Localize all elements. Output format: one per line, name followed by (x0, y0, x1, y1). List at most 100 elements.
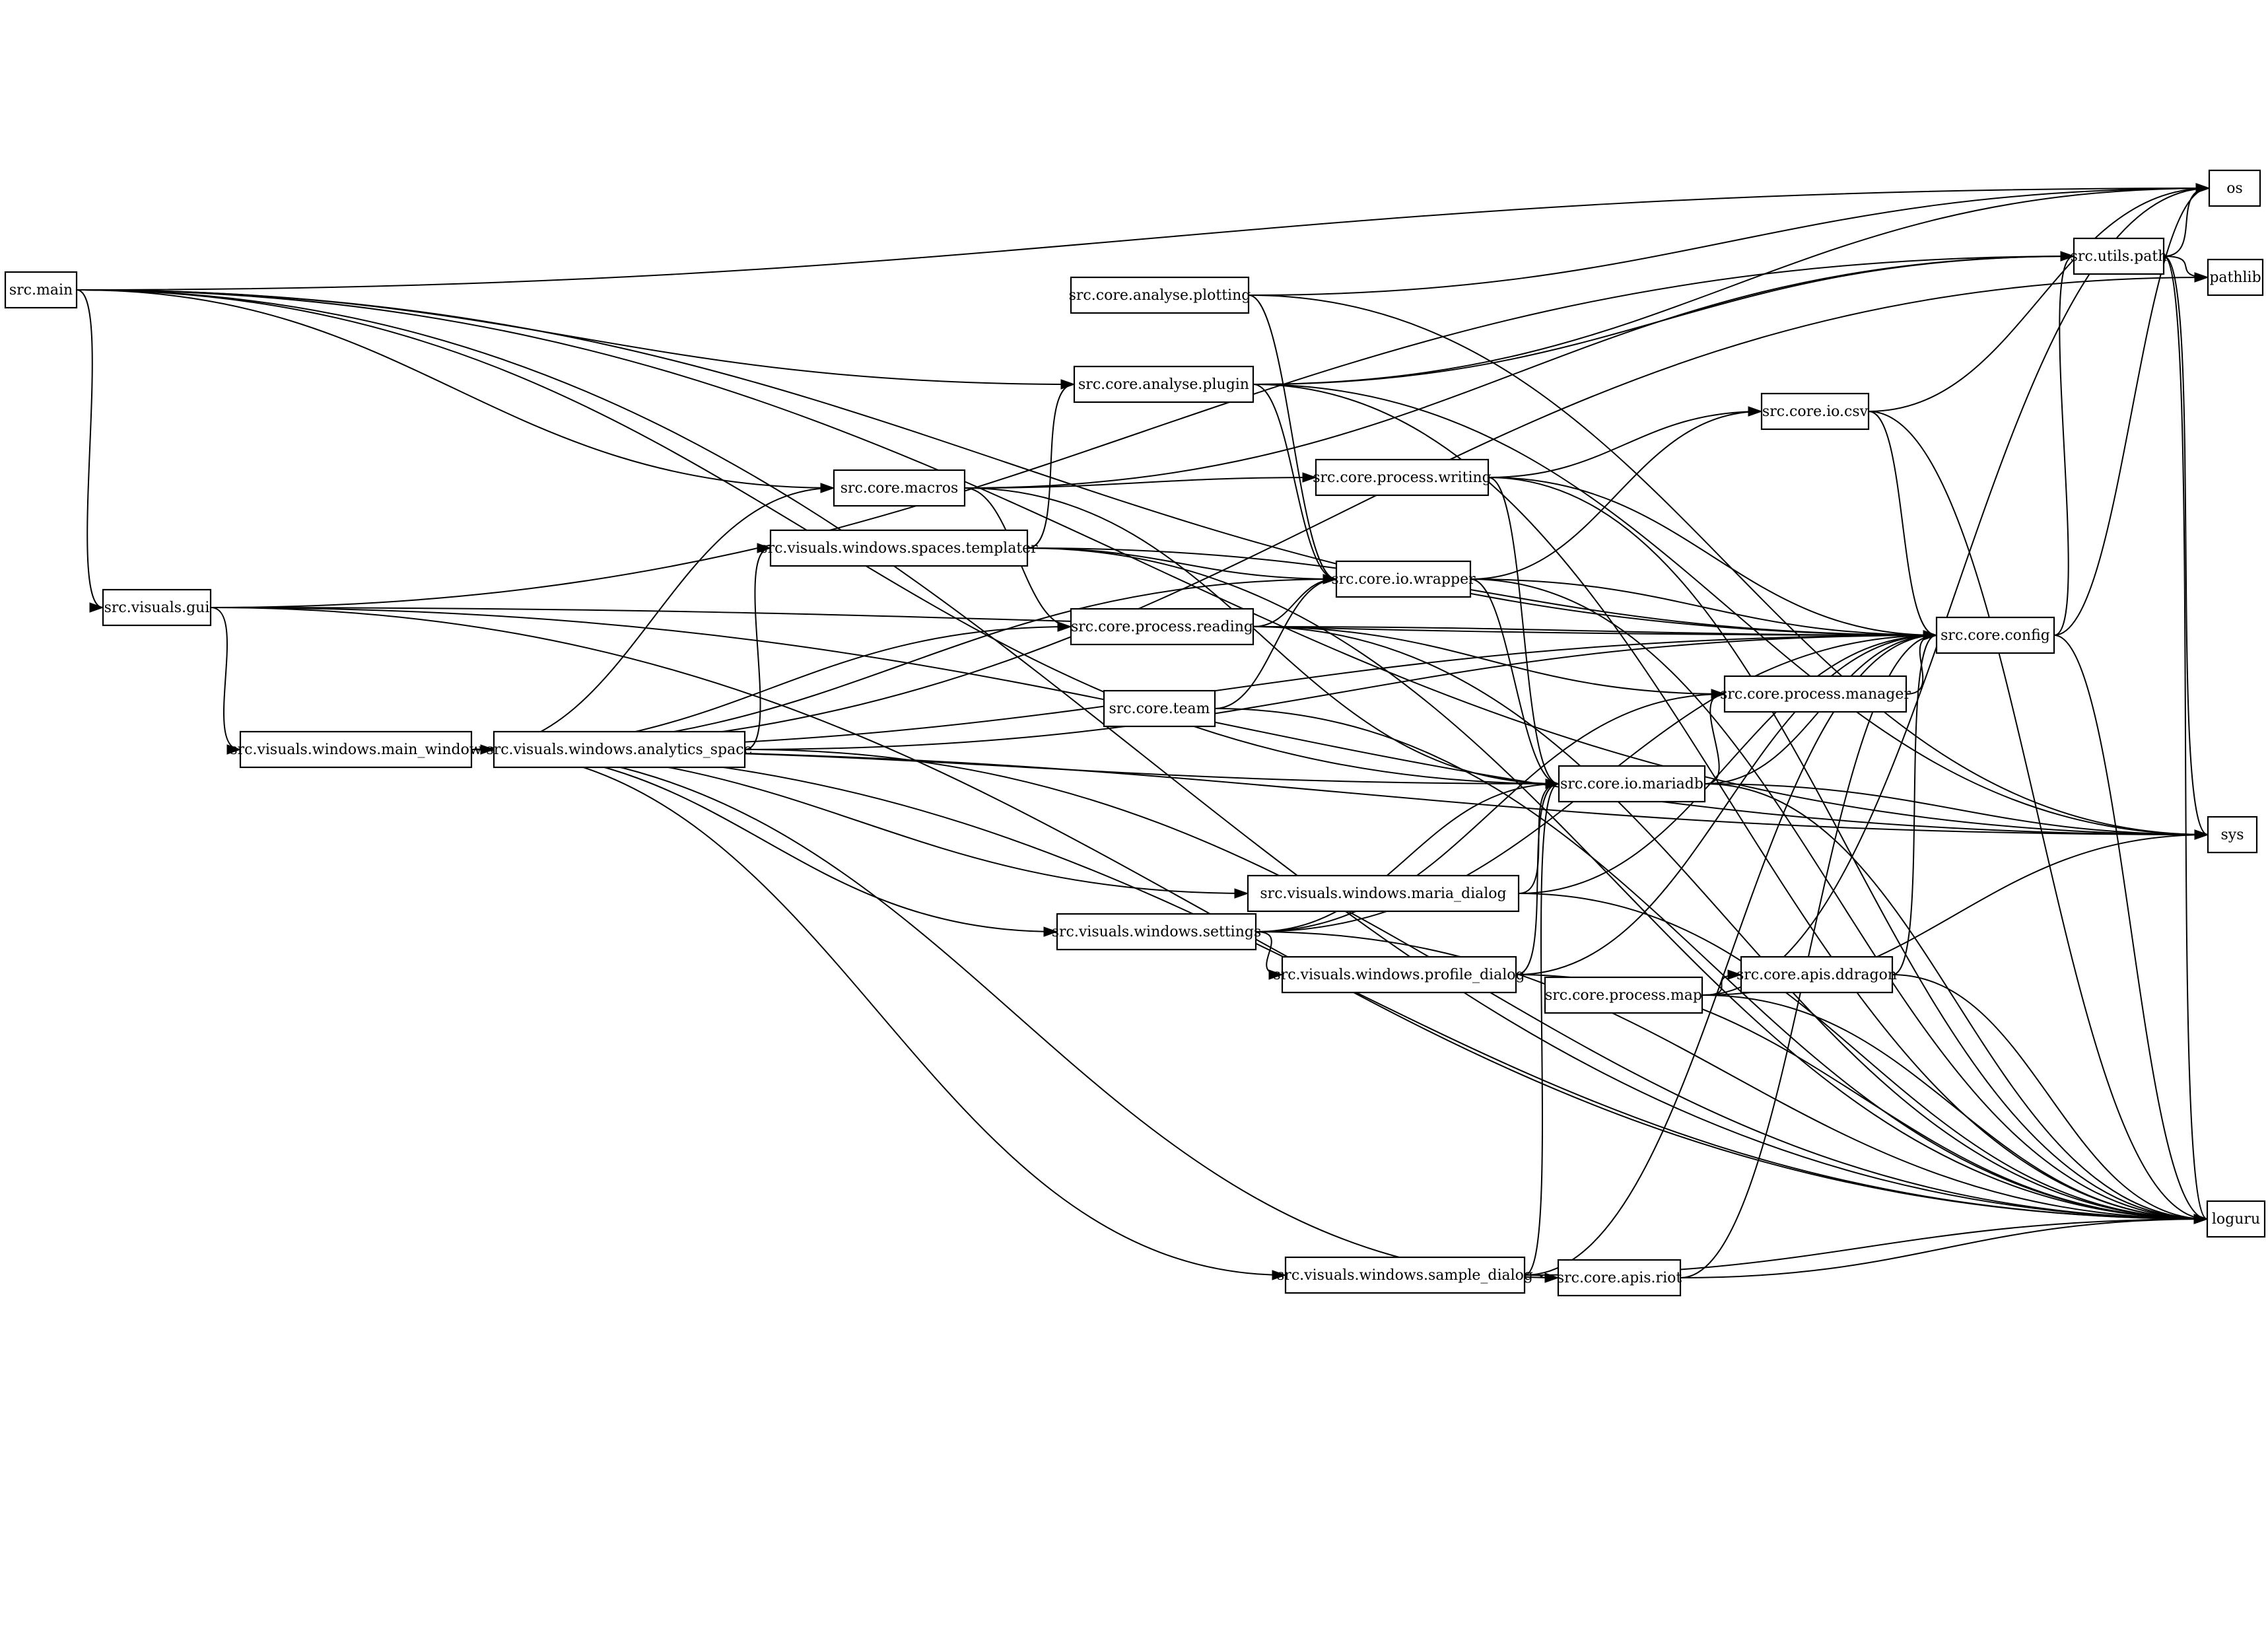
edge-line (1868, 188, 2210, 412)
node-manager: src.core.process.manager (1720, 675, 1911, 713)
edge-line (1488, 477, 1560, 784)
node-label: src.core.process.manager (1720, 686, 1911, 703)
edge-line (1253, 384, 2209, 835)
edge-line (1524, 635, 1937, 1276)
edge-main-to-macros (76, 289, 835, 493)
edge-line (76, 188, 2210, 291)
arrow-head (1268, 969, 1284, 980)
edge-line (210, 607, 241, 750)
edge-line (471, 749, 1559, 1278)
edge-utils-path-to-os (2163, 183, 2211, 257)
edge-reading-to-manager (1253, 626, 1726, 699)
edge-line (1027, 547, 2208, 1220)
edge-riot-to-config (1680, 630, 1938, 1278)
edge-main-window-to-macros (471, 483, 835, 750)
arrow-head (2060, 251, 2075, 261)
edge-wrapper-to-csv (1470, 406, 1763, 580)
edge-line (1518, 635, 1937, 894)
edge-line (1488, 477, 1937, 636)
node-label: src.core.process.writing (1313, 470, 1492, 486)
edge-line (1248, 295, 2209, 835)
edge-line (1515, 783, 1560, 975)
node-sys: sys (2207, 816, 2258, 854)
arrow-head (2194, 272, 2209, 283)
edge-process-map-to-loguru (1701, 994, 2209, 1224)
node-label: src.core.io.wrapper (1331, 571, 1476, 588)
edge-writing-to-config (1488, 477, 1938, 641)
node-label: src.visuals.gui (104, 600, 210, 616)
edge-riot-to-loguru (1680, 1214, 2209, 1278)
edge-line (1253, 384, 1337, 580)
edge-mariadb-to-manager (1704, 689, 1726, 784)
node-box (1760, 392, 1870, 431)
edge-line (1524, 783, 1560, 1276)
node-macros: src.core.macros (833, 469, 966, 507)
edge-line (1868, 411, 2208, 1220)
edge-utils-path-to-pathlib (2163, 256, 2209, 283)
edge-line (1701, 188, 2210, 996)
edges-layer (76, 183, 2211, 1283)
edge-plugin-to-utils-path (1253, 251, 2075, 385)
edge-line (1470, 578, 1560, 784)
node-label: src.visuals.windows.sample_dialog (1277, 1267, 1533, 1284)
node-box (1056, 913, 1257, 951)
edge-line (1027, 547, 1937, 636)
edge-line (1892, 635, 1937, 975)
arrow-head (1272, 1270, 1287, 1280)
edge-line (1248, 295, 1337, 580)
node-label: src.visuals.windows.spaces.templater (760, 540, 1038, 557)
edge-line (76, 289, 2209, 835)
edge-line (471, 749, 2209, 835)
edge-gui-to-main-window (210, 607, 242, 755)
node-box (1103, 689, 1216, 728)
edge-line (1701, 994, 2208, 1220)
edge-plugin-to-loguru (1253, 384, 2209, 1224)
edge-csv-to-loguru (1868, 411, 2209, 1224)
node-riot: src.core.apis.riot (1557, 1259, 1682, 1297)
edge-line (1253, 626, 1937, 636)
node-loguru: loguru (2206, 1200, 2266, 1238)
edge-line (76, 289, 1937, 636)
node-box (1073, 365, 1254, 403)
node-label: src.utils.path (2071, 248, 2168, 265)
node-team: src.core.team (1103, 689, 1216, 728)
edge-line (1470, 411, 1762, 580)
arrow-head (2195, 183, 2211, 193)
arrow-head (2193, 1214, 2209, 1224)
edge-main-window-to-settings (471, 749, 1058, 937)
node-templater: src.visuals.windows.spaces.templater (760, 529, 1038, 567)
edge-config-to-utils-path (2053, 251, 2075, 636)
edge-line (471, 277, 2209, 750)
edge-templater-to-wrapper (1027, 547, 1338, 584)
edge-line (471, 487, 835, 750)
arrow-head (2194, 829, 2209, 840)
node-label: src.core.io.csv (1762, 403, 1869, 420)
edge-main-window-to-sample-dialog (471, 749, 1287, 1280)
edge-maria-dialog-to-config (1518, 630, 1938, 894)
edge-analytics-space-to-templater (744, 543, 772, 750)
edge-line (744, 635, 1937, 750)
edge-line (471, 749, 1058, 932)
edge-line (1255, 783, 1560, 932)
edge-line (744, 547, 771, 750)
edge-line (1488, 477, 2208, 1220)
edge-main-to-gui (76, 289, 104, 613)
edge-line (1704, 783, 2208, 1220)
node-label: src.core.apis.ddragon (1736, 967, 1897, 983)
arrow-head (1234, 888, 1249, 899)
edge-line (1680, 1218, 2208, 1278)
edge-line (1248, 188, 2210, 296)
node-wrapper: src.core.io.wrapper (1331, 560, 1476, 598)
edge-line (2163, 256, 2209, 835)
edge-line (1253, 256, 2075, 385)
edge-line (1518, 893, 2208, 1220)
edge-line (2163, 188, 2210, 257)
node-box (1723, 675, 1907, 713)
node-config: src.core.config (1935, 616, 2055, 654)
node-box (833, 469, 966, 507)
node-box (4, 271, 78, 309)
edge-line (471, 749, 1286, 1276)
node-box (1557, 1259, 1682, 1297)
node-os: os (2208, 169, 2261, 207)
node-label: src.core.config (1941, 627, 2050, 644)
